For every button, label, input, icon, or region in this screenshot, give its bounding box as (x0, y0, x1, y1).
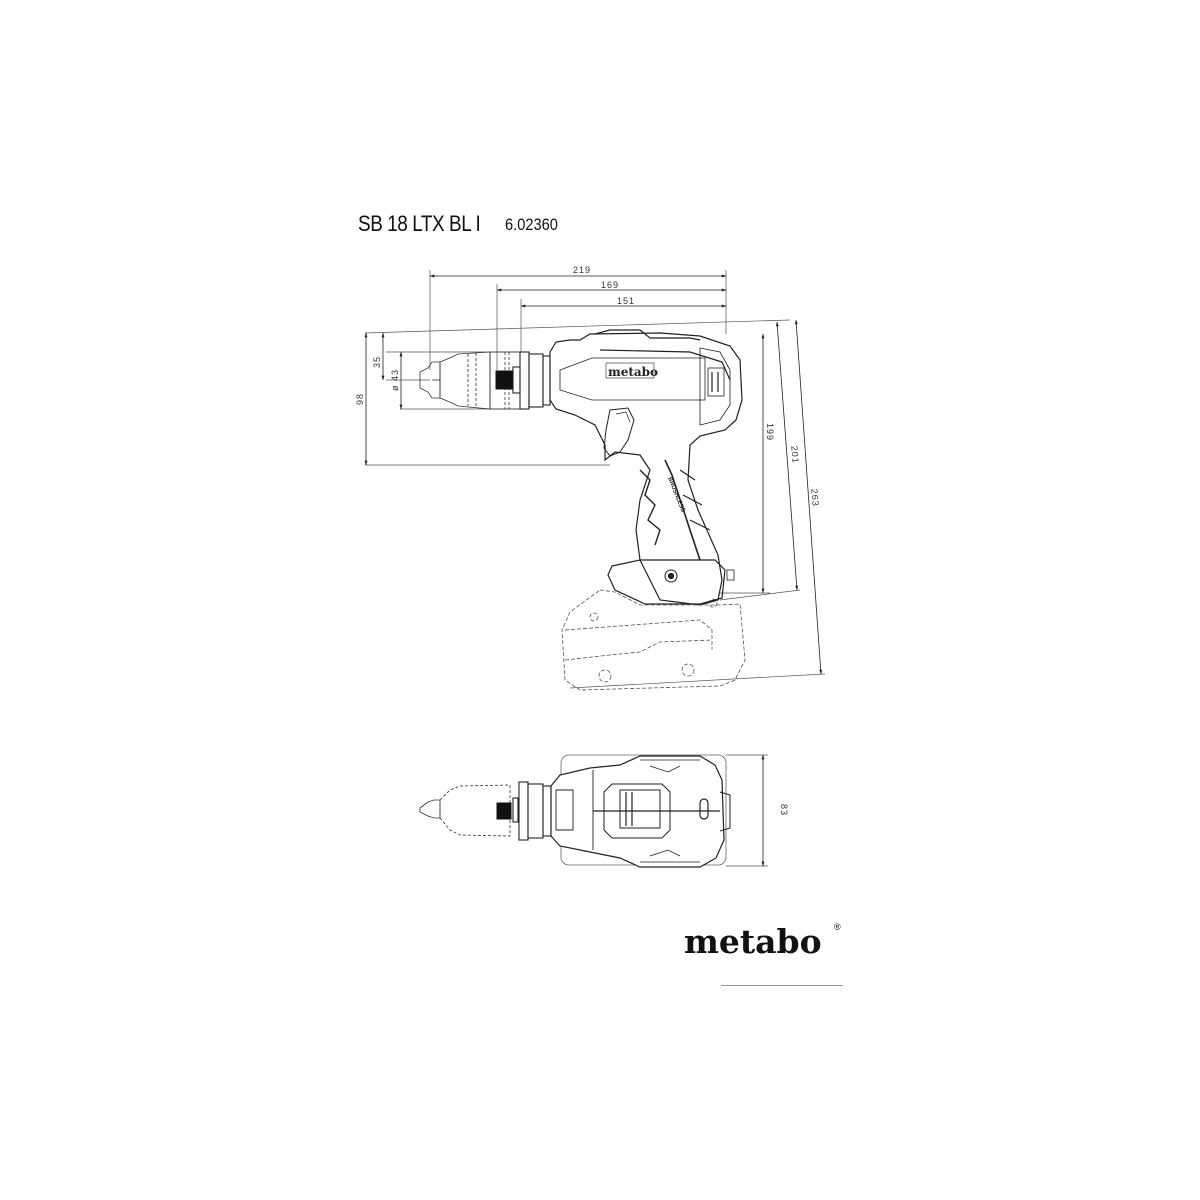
drill-chuck (419, 351, 520, 410)
chuck-collar (512, 351, 551, 410)
dim-263: 263 (809, 488, 821, 507)
left-dimension-lines (364, 332, 403, 466)
top-view (419, 754, 768, 868)
battery-pack (561, 589, 746, 691)
dim-35: 35 (372, 356, 382, 368)
part-number: 6.02360 (505, 215, 558, 234)
dim-83: 83 (779, 804, 789, 816)
dim-199: 199 (765, 423, 775, 441)
dim-98: 98 (355, 393, 365, 405)
drill-chuck-top (419, 784, 511, 837)
registered-mark: ® (834, 922, 841, 932)
side-view: metabo BRUSHLESS (364, 270, 826, 691)
dim-151: 151 (617, 296, 635, 306)
brand-logo: metabo (684, 922, 822, 961)
right-dimension-lines (761, 319, 823, 675)
collar-ring (495, 370, 514, 390)
extension-lines (364, 270, 826, 689)
housing-logo: metabo (608, 365, 658, 379)
drill-body (549, 329, 743, 606)
dim-diameter-43: ø 43 (390, 369, 400, 391)
chuck-collar-top (512, 781, 552, 841)
dim-219: 219 (573, 265, 591, 275)
collar-ring-top (496, 802, 512, 820)
footer-rule (721, 985, 843, 986)
dim-169: 169 (601, 280, 619, 290)
drill-body-top (550, 755, 731, 868)
horizontal-dimension-lines (429, 274, 727, 308)
model-title: SB 18 LTX BL I (358, 211, 481, 236)
side-view-dimension-labels: 219 169 151 35 ø 43 98 199 201 263 (355, 265, 821, 507)
dim-201: 201 (789, 445, 801, 464)
